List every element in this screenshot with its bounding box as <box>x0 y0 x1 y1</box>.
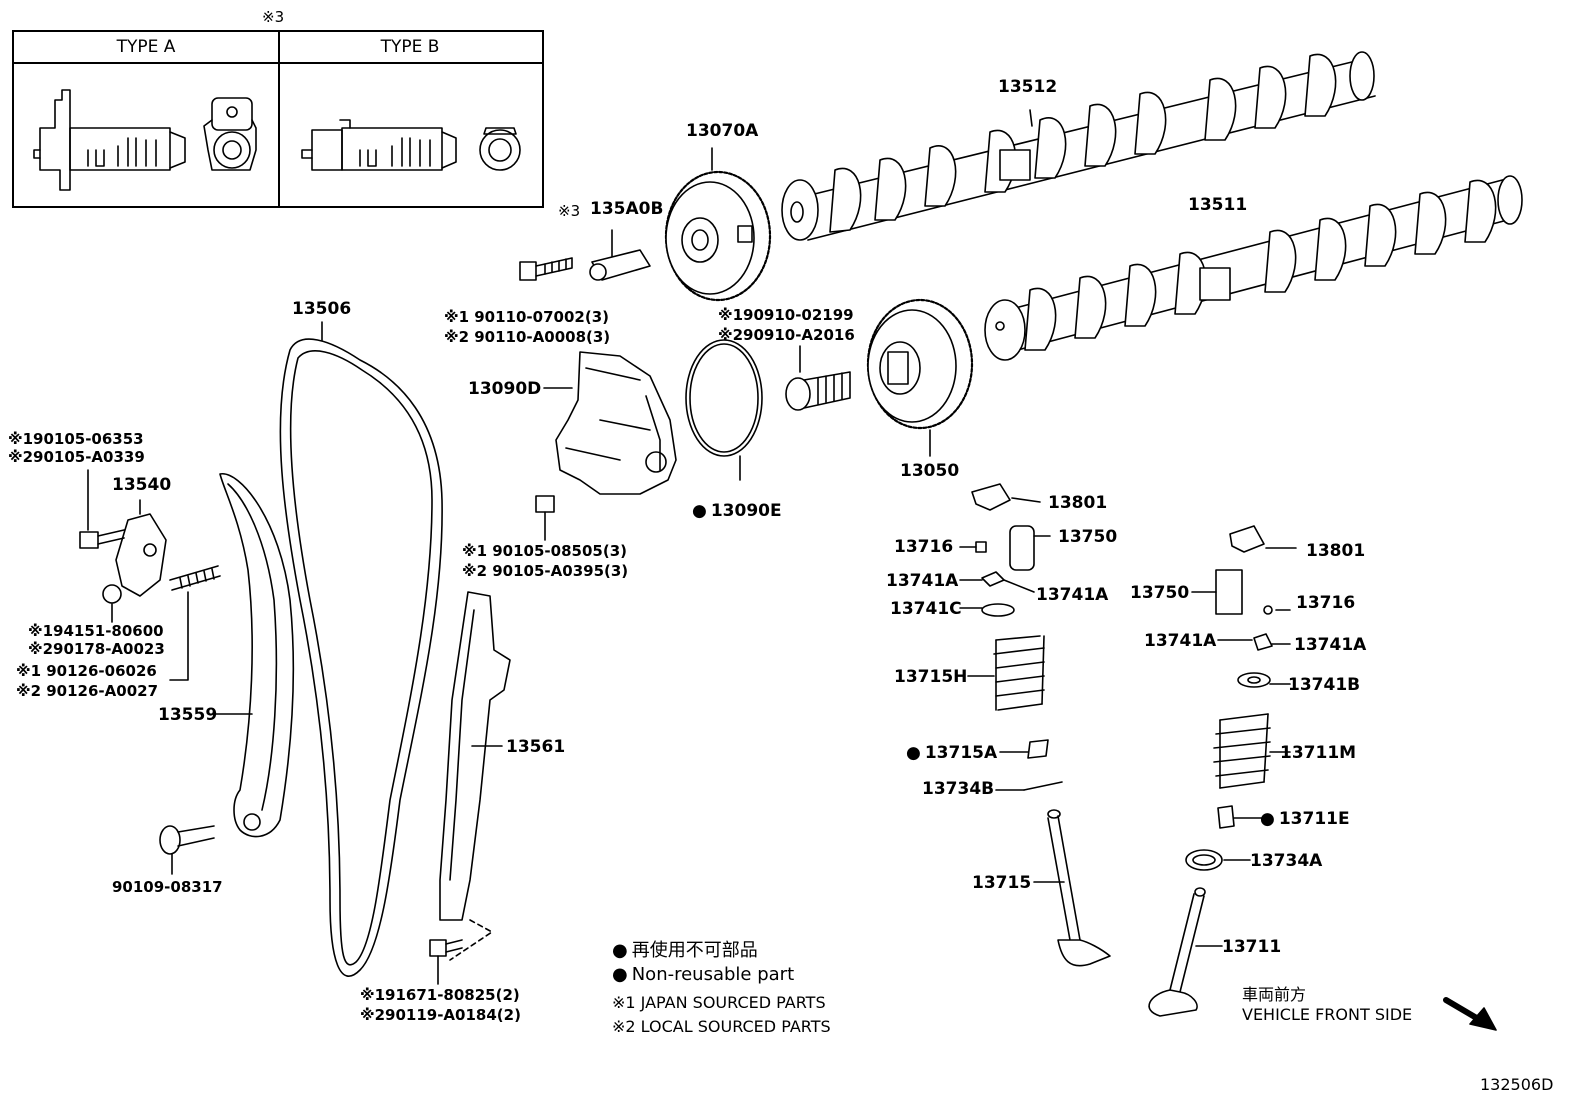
label-bolt-a0395: ※2 90105-A0395(3) <box>462 562 629 580</box>
label-13511: 13511 <box>1188 195 1248 215</box>
label-13050: 13050 <box>900 461 960 481</box>
label-13750-right: 13750 <box>1130 583 1190 603</box>
label-13750-left: 13750 <box>1058 527 1118 547</box>
type-comparison-box: TYPE A TYPE B <box>12 30 544 208</box>
label-135a0b-note: ※3 <box>558 202 581 220</box>
label-stud-06026: ※1 90126-06026 <box>16 662 157 680</box>
arrow-down-right-icon <box>1443 997 1497 1031</box>
label-13715a: 13715A <box>906 744 997 762</box>
label-bolt-07002: ※1 90110-07002(3) <box>444 308 609 326</box>
label-13741a-left-2: 13741A <box>1036 585 1109 605</box>
label-bolt-08505: ※1 90105-08505(3) <box>462 542 627 560</box>
nut-94151-drawing <box>102 584 122 623</box>
label-bolt-a0339: ※290105-A0339 <box>8 448 145 466</box>
label-13715: 13715 <box>972 873 1032 893</box>
gasket-13090e-drawing <box>685 339 763 481</box>
figure-id: 132506D <box>1480 1075 1554 1094</box>
timing-chain-13506-drawing <box>279 321 443 977</box>
label-13506: 13506 <box>292 299 352 319</box>
label-13716-left: 13716 <box>894 537 954 557</box>
label-13741a-left-1: 13741A <box>886 571 959 591</box>
stud-90126-drawing <box>169 565 221 681</box>
label-stud-a0027: ※2 90126-A0027 <box>16 682 159 700</box>
label-13070a: 13070A <box>686 121 759 141</box>
sprocket-13070a-drawing <box>664 147 772 302</box>
bolt-91671-drawing <box>429 939 463 985</box>
type-note: ※3 <box>262 8 285 26</box>
legend-nonreuse-jp: 再使用不可部品 <box>612 940 758 962</box>
label-135a0b: 135A0B <box>590 199 664 219</box>
camshaft-13512-drawing <box>781 51 1376 241</box>
label-bolt-a0008: ※2 90110-A0008(3) <box>444 328 611 346</box>
label-13090e: 13090E <box>692 502 782 520</box>
camshaft-13511-drawing <box>984 175 1523 361</box>
label-13734b: 13734B <box>922 779 995 799</box>
label-nut-80600: ※194151-80600 <box>28 622 164 640</box>
bolt-90105-tensioner-drawing <box>79 469 125 549</box>
label-13734a: 13734A <box>1250 851 1323 871</box>
label-bolt-a2016: ※290910-A2016 <box>718 326 855 344</box>
label-13711: 13711 <box>1222 937 1282 957</box>
label-bolt-a0184: ※290119-A0184(2) <box>360 1006 521 1024</box>
label-13711e: 13711E <box>1260 810 1350 828</box>
label-nut-a0023: ※290178-A0023 <box>28 640 165 658</box>
label-bolt-80825: ※191671-80825(2) <box>360 986 520 1004</box>
label-13559: 13559 <box>158 705 218 725</box>
label-13801-left: 13801 <box>1048 493 1108 513</box>
label-13741a-right-1: 13741A <box>1144 631 1217 651</box>
legend-local-sourced: ※2 LOCAL SOURCED PARTS <box>612 1017 831 1036</box>
legend-japan-sourced: ※1 JAPAN SOURCED PARTS <box>612 993 826 1012</box>
label-13716-right: 13716 <box>1296 593 1356 613</box>
oil-control-valve-135a0b-drawing <box>589 229 651 281</box>
label-13715h: 13715H <box>894 667 968 687</box>
label-bolt-06353: ※190105-06353 <box>8 430 144 448</box>
bolt-90110-drawing <box>519 257 573 281</box>
label-13741a-right-2: 13741A <box>1294 635 1367 655</box>
label-13741c: 13741C <box>890 599 962 619</box>
label-13540: 13540 <box>112 475 172 495</box>
chain-guide-13559-drawing <box>215 473 295 838</box>
chain-guide-13561-drawing <box>439 591 511 961</box>
label-bolt-02199: ※190910-02199 <box>718 306 854 324</box>
valve-train-left-drawing <box>959 483 1111 967</box>
label-13741b: 13741B <box>1288 675 1361 695</box>
label-bolt-08317: 90109-08317 <box>112 878 223 896</box>
legend-nonreuse: Non-reusable part <box>612 964 794 986</box>
type-a-oil-control-valve-drawing <box>33 89 257 191</box>
type-box-divider <box>278 32 280 208</box>
bolt-90910-drawing <box>785 345 851 411</box>
label-13801-right: 13801 <box>1306 541 1366 561</box>
type-a-header: TYPE A <box>14 32 278 64</box>
label-13711m: 13711M <box>1280 743 1357 763</box>
bolt-90105-cover-drawing <box>535 495 555 541</box>
label-13561: 13561 <box>506 737 566 757</box>
tensioner-13540-drawing <box>115 499 167 597</box>
chain-cover-13090d-drawing <box>543 351 677 495</box>
type-b-oil-control-valve-drawing <box>301 119 521 171</box>
type-b-header: TYPE B <box>278 32 542 64</box>
direction-jp: 車両前方 <box>1242 985 1307 1004</box>
label-13512: 13512 <box>998 77 1058 97</box>
bolt-90109-drawing <box>159 825 215 875</box>
sprocket-13050-drawing <box>866 298 974 457</box>
direction-en: VEHICLE FRONT SIDE <box>1242 1005 1413 1024</box>
valve-train-right-drawing <box>1148 525 1297 1017</box>
label-13090d: 13090D <box>468 379 542 399</box>
